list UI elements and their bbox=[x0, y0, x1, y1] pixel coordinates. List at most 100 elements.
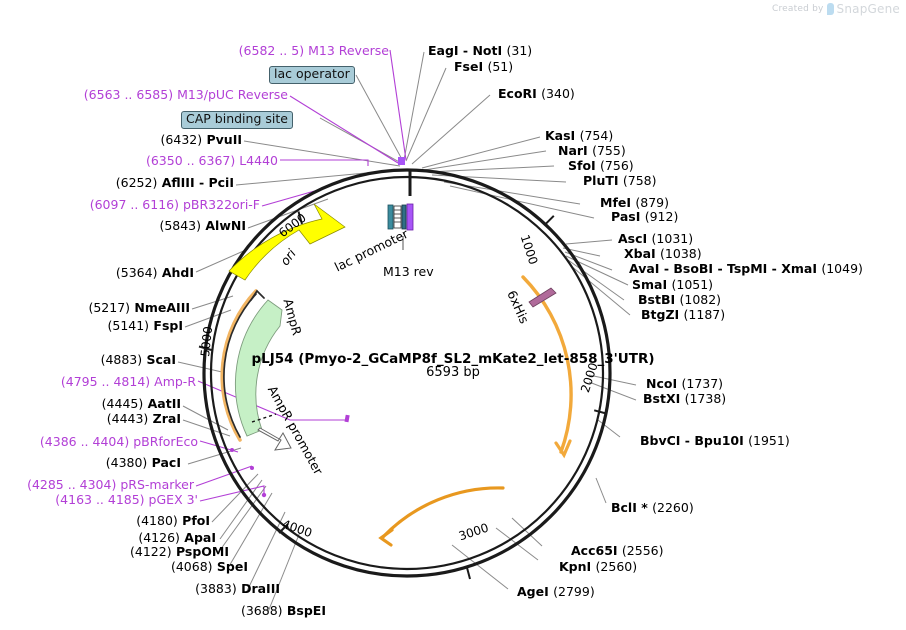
label-pluti: PluTI (758) bbox=[583, 173, 657, 188]
label-pspomi-name: PspOMI bbox=[175, 544, 229, 559]
snapgene-logo-icon bbox=[826, 3, 834, 15]
label-bstbi-name: BstBI bbox=[638, 292, 676, 307]
label-btgzi-position: (1187) bbox=[683, 307, 726, 322]
label-ncoi: NcoI (1737) bbox=[646, 376, 724, 391]
label-apai-name: ApaI bbox=[184, 530, 216, 545]
label-asci-name: AscI bbox=[618, 231, 648, 246]
feature-6xhis bbox=[528, 287, 557, 308]
label-agei-position: (2799) bbox=[553, 584, 595, 599]
label-scai-name: ScaI bbox=[146, 352, 177, 367]
label-bstbi: BstBI (1082) bbox=[638, 292, 722, 307]
label-sfoi-position: (756) bbox=[600, 158, 634, 173]
label-pbrforeco-position: (4386 .. 4404) bbox=[39, 434, 130, 449]
label-bstbi-position: (1082) bbox=[679, 292, 722, 307]
label-pgex-3prime-position: (4163 .. 4185) bbox=[55, 492, 145, 507]
label-paci-name: PacI bbox=[151, 455, 181, 470]
label-afliii-pcii-name: AflIII - PciI bbox=[161, 175, 234, 190]
label-pluti-position: (758) bbox=[622, 173, 657, 188]
label-btgzi-name: BtgZI bbox=[641, 307, 680, 322]
label-pvuii: (6432) PvuII bbox=[0, 132, 242, 147]
label-acc65i-name: Acc65I bbox=[571, 543, 618, 558]
label-ecori-position: (340) bbox=[541, 86, 575, 101]
label-prs-marker-position: (4285 .. 4304) bbox=[27, 477, 117, 492]
label-alwni: (5843) AlwNI bbox=[0, 218, 246, 233]
label-alwni-name: AlwNI bbox=[205, 218, 246, 233]
primer-marks-backbone bbox=[230, 414, 350, 498]
label-avai-bsobi-tspmi-xmai-position: (1049) bbox=[821, 261, 863, 276]
plasmid-title: pLJ54 (Pmyo-2_GCaMP8f_SL2_mKate2_let-858… bbox=[251, 351, 655, 367]
label-bstxi: BstXI (1738) bbox=[643, 392, 726, 406]
label-pvuii-position: (6432) bbox=[160, 132, 203, 147]
label-xbai-name: XbaI bbox=[624, 246, 656, 261]
label-spei-position: (4068) bbox=[170, 559, 213, 574]
label-pgex-3prime: (4163 .. 4185) pGEX 3' bbox=[0, 492, 198, 507]
label-amp-r: (4795 .. 4814) Amp-R bbox=[0, 374, 196, 389]
label-m13-puc-reverse-position: (6563 .. 6585) bbox=[83, 87, 174, 102]
label-fsei: FseI (51) bbox=[454, 59, 514, 74]
label-pbrforeco: (4386 .. 4404) pBRforEco bbox=[0, 434, 198, 449]
leader-lines-enzyme bbox=[177, 51, 637, 613]
label-draiii-position: (3883) bbox=[195, 581, 237, 596]
label-nmeaiii-position: (5217) bbox=[88, 300, 131, 315]
label-pvuii-name: PvuII bbox=[206, 132, 242, 147]
label-mfei-position: (879) bbox=[635, 195, 669, 210]
label-ecori-name: EcoRI bbox=[498, 86, 537, 101]
label-kasi-name: KasI bbox=[545, 128, 576, 143]
label-spei-name: SpeI bbox=[216, 559, 248, 574]
label-ecori: EcoRI (340) bbox=[498, 86, 575, 101]
label-amp-r-name: Amp-R bbox=[154, 374, 196, 389]
label-bbvci-bpu10i: BbvCI - Bpu10I (1951) bbox=[640, 433, 790, 448]
label-eagi-noti: EagI - NotI (31) bbox=[428, 43, 533, 58]
label-m13-reverse: (6582 .. 5) M13 Reverse bbox=[0, 43, 389, 58]
label-pbrforeco-name: pBRforEco bbox=[133, 434, 198, 449]
label-m13-reverse-name: M13 Reverse bbox=[308, 43, 389, 58]
label-ahdi-name: AhdI bbox=[161, 265, 194, 280]
label-eagi-noti-position: (31) bbox=[506, 43, 533, 58]
label-scai-position: (4883) bbox=[100, 352, 143, 367]
label-pfoi-position: (4180) bbox=[136, 513, 178, 528]
label-bcli-position: (2260) bbox=[652, 500, 694, 515]
label-fspi-position: (5141) bbox=[107, 318, 150, 333]
label-pasi: PasI (912) bbox=[611, 209, 678, 224]
label-asci: AscI (1031) bbox=[618, 231, 693, 246]
label-kasi-position: (754) bbox=[579, 128, 614, 143]
label-avai-bsobi-tspmi-xmai-name: AvaI - BsoBI - TspMI - XmaI bbox=[629, 261, 817, 276]
feature-ampr-range-arc bbox=[220, 289, 258, 442]
label-paci-position: (4380) bbox=[105, 455, 148, 470]
label-alwni-position: (5843) bbox=[159, 218, 202, 233]
label-nari: NarI (755) bbox=[558, 143, 626, 158]
label-kpni-name: KpnI bbox=[559, 559, 592, 574]
label-m13-puc-reverse-name: M13/pUC Reverse bbox=[177, 87, 288, 102]
label-agei: AgeI (2799) bbox=[517, 584, 595, 599]
label-btgzi: BtgZI (1187) bbox=[641, 307, 726, 322]
label-eagi-noti-name: EagI - NotI bbox=[428, 43, 503, 58]
label-zrai-position: (4443) bbox=[106, 411, 149, 426]
label-apai: (4126) ApaI bbox=[0, 530, 216, 545]
label-ahdi-position: (5364) bbox=[115, 265, 158, 280]
label-bbvci-bpu10i-position: (1951) bbox=[748, 433, 790, 448]
label-pbr322ori-f: (6097 .. 6116) pBR322ori-F bbox=[0, 197, 260, 212]
label-pasi-name: PasI bbox=[611, 209, 641, 224]
label-zrai: (4443) ZraI bbox=[0, 411, 181, 426]
feature-mcs-cluster bbox=[387, 157, 414, 250]
label-afliii-pcii-position: (6252) bbox=[115, 175, 158, 190]
label-pluti-name: PluTI bbox=[583, 173, 619, 188]
label-ncoi-position: (1737) bbox=[681, 376, 724, 391]
label-l4440-position: (6350 .. 6367) bbox=[145, 153, 236, 168]
label-fspi: (5141) FspI bbox=[0, 318, 183, 333]
label-smai-position: (1051) bbox=[671, 277, 714, 292]
feature-insert-arrowhead bbox=[554, 439, 572, 459]
label-pfoi-name: PfoI bbox=[182, 513, 210, 528]
label-ahdi: (5364) AhdI bbox=[0, 265, 194, 280]
label-pbr322ori-f-position: (6097 .. 6116) bbox=[89, 197, 179, 212]
label-spei: (4068) SpeI bbox=[0, 559, 248, 574]
label-nari-name: NarI bbox=[558, 143, 588, 158]
feature-ori bbox=[228, 203, 346, 281]
label-bcli-name: BclI * bbox=[611, 500, 648, 515]
plasmid-size: 6593 bp bbox=[426, 365, 480, 380]
label-bbvci-bpu10i-name: BbvCI - Bpu10I bbox=[640, 433, 744, 448]
label-amp-r-position: (4795 .. 4814) bbox=[60, 374, 151, 389]
label-fsei-position: (51) bbox=[487, 59, 514, 74]
label-bspei: (3688) BspEI bbox=[0, 604, 326, 618]
